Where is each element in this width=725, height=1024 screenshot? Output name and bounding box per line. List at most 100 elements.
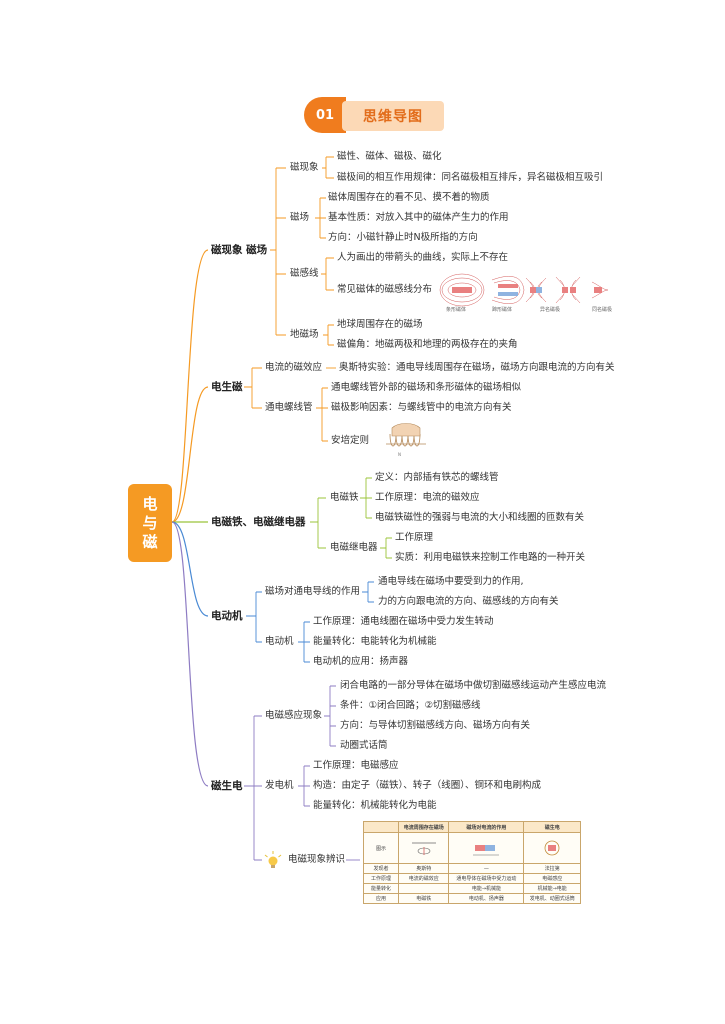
table-cell: 法拉第 — [523, 863, 581, 874]
leaf-ganying-1: 闭合电路的一部分导体在磁场中做切割磁感线运动产生感应电流 — [340, 680, 607, 691]
table-cell: 电磁铁 — [397, 893, 450, 904]
table-cell: 图示 — [363, 832, 399, 864]
node-diandongji: 电动机 — [265, 636, 294, 647]
table-cell: 发电机、动圈式话筒 — [523, 893, 581, 904]
table-cell — [397, 883, 450, 894]
table-row: 发现者 奥斯特 — 法拉第 — [363, 863, 581, 874]
table-header-cell: 电流周围存在磁场 — [397, 821, 450, 833]
table-cell: 发现者 — [363, 863, 399, 874]
leaf-cichang-3: 方向：小磁针静止时N极所指的方向 — [328, 232, 478, 243]
table-header-cell — [363, 821, 399, 833]
leaf-ciganxian-2: 常见磁体的磁感线分布 — [337, 284, 433, 295]
node-luoxianguan: 通电螺线管 — [265, 402, 313, 413]
node-cixianxiang: 磁现象 — [290, 162, 319, 173]
leaf-zuoyong-2: 力的方向跟电流的方向、磁感线的方向有关 — [378, 596, 559, 607]
leaf-luoxianguan-3: 安培定则 — [331, 435, 370, 446]
table-cell-figure — [523, 832, 581, 864]
table-cell: 电磁感应 — [523, 873, 581, 884]
table-cell: 奥斯特 — [397, 863, 450, 874]
table-cell: 应用 — [363, 893, 399, 904]
node-ciganxian: 磁感线 — [290, 268, 319, 279]
leaf-diandongji-1: 工作原理：通电线圈在磁场中受力发生转动 — [313, 616, 494, 627]
table-header-cell: 磁生电 — [523, 821, 581, 833]
leaf-dichang-2: 磁偏角：地磁两极和地理的两极存在的夹角 — [337, 339, 518, 350]
leaf-xiaoying-1: 奥斯特实验：通电导线周围存在磁场，磁场方向跟电流的方向有关 — [339, 362, 615, 373]
connector-b1 — [171, 249, 209, 523]
table-cell: 电流的磁效应 — [397, 873, 450, 884]
node-bianshi: 电磁现象辨识 — [288, 854, 346, 865]
leaf-ganying-3: 方向：与导体切割磁感线方向、磁场方向有关 — [340, 720, 531, 731]
root-char-3: 磁 — [142, 532, 158, 551]
root-char-1: 电 — [142, 494, 158, 513]
connector-b2 — [171, 386, 209, 523]
node-dichang: 地磁场 — [290, 329, 319, 340]
leaf-luoxianguan-2: 磁极影响因素：与螺线管中的电流方向有关 — [331, 402, 512, 413]
leaf-cichang-1: 磁体周围存在的看不见、摸不着的物质 — [328, 192, 490, 203]
leaf-dichang-1: 地球周围存在的磁场 — [337, 319, 423, 330]
table-header-cell: 磁场对电流的作用 — [448, 821, 525, 833]
leaf-cixianxiang-2: 磁极间的相互作用规律：同名磁极相互排斥，异名磁极相互吸引 — [337, 172, 604, 183]
table-cell: 机械能→电能 — [523, 883, 581, 894]
leaf-diancitie-3: 电磁铁磁性的强弱与电流的大小和线圈的匝数有关 — [375, 512, 585, 523]
motor-figure-icon — [473, 845, 500, 856]
leaf-fadianji-2: 构造：由定子（磁铁）、转子（线圈）、铜环和电刷构成 — [313, 780, 542, 791]
node-zuoyong: 磁场对通电导线的作用 — [265, 586, 361, 597]
node-jidianqi: 电磁继电器 — [330, 542, 378, 553]
fig-label-opposite: 异名磁极 — [540, 307, 561, 313]
oersted-figure-icon — [411, 842, 436, 855]
table-header-row: 电流周围存在磁场 磁场对电流的作用 磁生电 — [363, 821, 581, 833]
branch-b4-label: 电动机 — [211, 610, 243, 622]
leaf-fadianji-3: 能量转化：机械能转化为电能 — [313, 800, 437, 811]
node-ganying: 电磁感应现象 — [265, 710, 323, 721]
fig-label-horseshoe: 蹄形磁体 — [492, 307, 513, 313]
table-row: 能量转化 电能→机械能 机械能→电能 — [363, 883, 581, 894]
lightbulb-icon — [264, 851, 282, 868]
node-cichang: 磁场 — [290, 212, 310, 223]
table-row: 应用 电磁铁 电动机、扬声器 发电机、动圈式话筒 — [363, 893, 581, 904]
page-title: 思维导图 — [342, 101, 444, 131]
fig-label-same: 同名磁极 — [592, 307, 613, 313]
leaf-diancitie-2: 工作原理：电流的磁效应 — [375, 492, 480, 503]
leaf-diancitie-1: 定义：内部插有铁芯的螺线管 — [375, 472, 499, 483]
leaf-ciganxian-1: 人为画出的带箭头的曲线，实际上不存在 — [337, 252, 509, 263]
fig-label-bar: 条形磁体 — [446, 307, 467, 313]
table-cell: 工作原理 — [363, 873, 399, 884]
table-cell: 电动机、扬声器 — [448, 893, 525, 904]
table-row: 工作原理 电流的磁效应 通电导体在磁场中受力运动 电磁感应 — [363, 873, 581, 884]
node-diancitie: 电磁铁 — [330, 492, 359, 503]
leaf-jidianqi-2: 实质：利用电磁铁来控制工作电路的一种开关 — [395, 552, 586, 563]
table-cell: 通电导体在磁场中受力运动 — [448, 873, 525, 884]
branch-b5-label: 磁生电 — [211, 780, 243, 792]
node-fadianji: 发电机 — [265, 780, 294, 791]
table-row: 图示 — [363, 832, 581, 864]
leaf-diandongji-2: 能量转化：电能转化为机械能 — [313, 636, 437, 647]
node-xiaoying: 电流的磁效应 — [265, 362, 323, 373]
branch-b3-label: 电磁铁、电磁继电器 — [211, 516, 306, 528]
svg-text:N: N — [398, 452, 401, 457]
generator-figure-icon — [544, 840, 560, 856]
comparison-table: 电流周围存在磁场 磁场对电流的作用 磁生电 图示 发现者 奥斯特 — 法拉第 工… — [363, 821, 581, 904]
table-cell-figure — [448, 832, 525, 864]
section-number-badge: 01 — [304, 97, 346, 133]
root-char-2: 与 — [142, 513, 158, 532]
leaf-cichang-2: 基本性质：对放入其中的磁体产生力的作用 — [328, 212, 509, 223]
leaf-zuoyong-1: 通电导线在磁场中要受到力的作用, — [378, 576, 524, 587]
connector-b5 — [171, 521, 209, 787]
leaf-diandongji-3: 电动机的应用：扬声器 — [313, 656, 409, 667]
table-cell: — — [448, 863, 525, 874]
branch-b2-label: 电生磁 — [211, 381, 243, 393]
leaf-jidianqi-1: 工作原理 — [395, 532, 434, 543]
root-node: 电 与 磁 — [128, 484, 172, 562]
table-cell: 能量转化 — [363, 883, 399, 894]
leaf-luoxianguan-1: 通电螺线管外部的磁场和条形磁体的磁场相似 — [331, 382, 522, 393]
table-cell-figure — [397, 832, 450, 864]
table-cell: 电能→机械能 — [448, 883, 525, 894]
leaf-ganying-2: 条件：①闭合回路；②切割磁感线 — [340, 700, 481, 711]
leaf-ganying-4: 动圈式话筒 — [340, 740, 388, 751]
leaf-cixianxiang-1: 磁性、磁体、磁极、磁化 — [337, 151, 442, 162]
connector-b4 — [171, 521, 209, 617]
leaf-fadianji-1: 工作原理：电磁感应 — [313, 760, 399, 771]
ampere-rule-figure: N — [386, 423, 426, 457]
branch-b1-label: 磁现象 磁场 — [211, 244, 268, 256]
